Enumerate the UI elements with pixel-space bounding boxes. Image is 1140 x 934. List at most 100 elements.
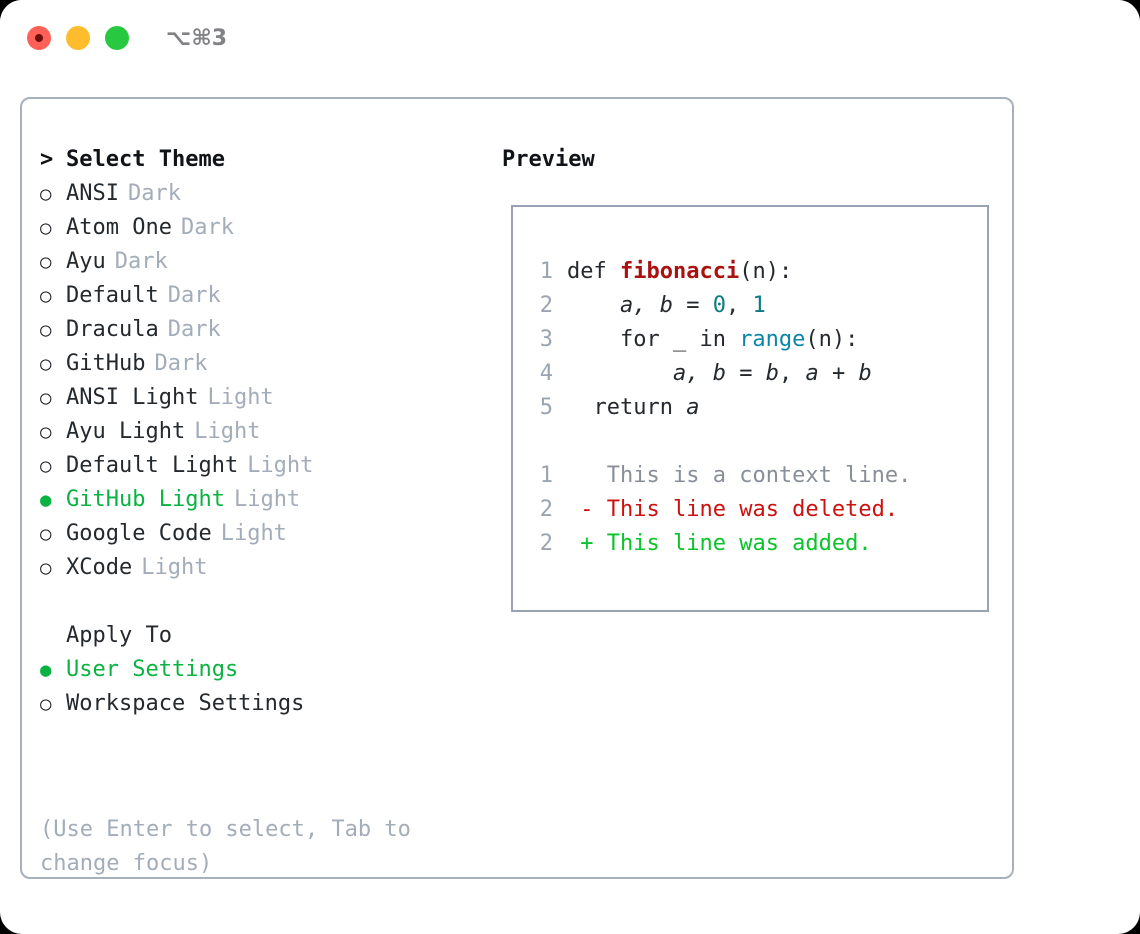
code-line-number: 5	[539, 395, 553, 420]
theme-option-label: Dracula	[66, 317, 159, 342]
code-token-var: a	[686, 395, 700, 420]
radio-empty-icon: ○	[40, 693, 52, 715]
theme-variant-badge: Dark	[127, 181, 181, 206]
diff-line-del: 2 - This line was deleted.	[527, 493, 977, 527]
apply-to-option-workspace-settings[interactable]: ○Workspace Settings	[40, 687, 480, 721]
diff-line-text: This is a context line.	[606, 463, 912, 488]
keyboard-shortcut-label: ⌥⌘3	[166, 26, 228, 51]
code-token-var: b	[858, 361, 872, 386]
code-token-punct: =	[672, 293, 713, 318]
code-diff-spacer	[527, 425, 977, 459]
diff-line-number: 2	[539, 531, 553, 556]
code-token-punct	[567, 293, 620, 318]
radio-empty-icon: ○	[40, 285, 52, 307]
code-line-number: 3	[539, 327, 553, 352]
theme-option-label: Ayu Light	[66, 419, 186, 444]
theme-variant-badge: Dark	[167, 283, 221, 308]
theme-variant-badge: Dark	[180, 215, 234, 240]
radio-empty-icon: ○	[40, 183, 52, 205]
theme-variant-badge: Light	[141, 555, 208, 580]
theme-option-label: ANSI	[66, 181, 119, 206]
theme-option-label: GitHub	[66, 351, 146, 376]
code-token-punct: (n):	[739, 259, 793, 284]
code-token-num: 1	[752, 293, 766, 318]
theme-option-label: Default Light	[66, 453, 239, 478]
radio-empty-icon: ○	[40, 455, 52, 477]
list-spacer	[40, 585, 480, 619]
code-token-punct: +	[818, 361, 859, 386]
code-token-num: 0	[712, 293, 726, 318]
code-line-text: for _ in range(n):	[567, 323, 858, 357]
code-token-fn: fibonacci	[619, 259, 740, 284]
diff-line-add: 2 + This line was added.	[527, 527, 977, 561]
diff-marker	[567, 459, 607, 493]
code-token-punct: ,	[725, 293, 753, 318]
code-token-var: b	[765, 361, 779, 386]
close-window-button[interactable]	[27, 26, 51, 50]
code-line-text: a, b = b, a + b	[567, 357, 872, 391]
theme-variant-badge: Light	[233, 487, 301, 512]
diff-line-number: 2	[539, 497, 553, 522]
code-token-var: a, b	[672, 361, 726, 386]
radio-empty-icon: ○	[40, 319, 52, 341]
diff-line-ctx: 1 This is a context line.	[527, 459, 977, 493]
theme-option-xcode[interactable]: ○ XCode Light	[40, 551, 480, 585]
code-token-punct: =	[725, 361, 766, 386]
code-line: 4 a, b = b, a + b	[527, 357, 977, 391]
apply-to-heading: Apply To	[40, 619, 480, 653]
code-line-number: 1	[539, 259, 553, 284]
code-token-punct: (n):	[805, 327, 859, 352]
maximize-window-button[interactable]	[105, 26, 129, 50]
code-token-var: a	[805, 361, 819, 386]
code-token-kw: for _ in	[567, 327, 740, 352]
diff-marker: +	[567, 531, 607, 556]
code-token-kw: def	[567, 259, 620, 284]
code-line-number: 4	[539, 361, 553, 386]
code-line-number: 2	[539, 293, 553, 318]
preview-title: Preview	[502, 147, 595, 172]
preview-column: Preview	[502, 143, 992, 199]
theme-variant-badge: Light	[207, 385, 274, 410]
code-line: 1 def fibonacci(n):	[527, 255, 977, 289]
code-token-var: a, b	[619, 293, 673, 318]
code-line-text: def fibonacci(n):	[567, 255, 792, 289]
theme-option-label: XCode	[66, 555, 133, 580]
apply-to-option-label: User Settings	[66, 657, 239, 682]
diff-line-text: This line was added.	[606, 531, 872, 556]
diff-sample-lines: 1 This is a context line.2 - This line w…	[527, 459, 977, 561]
theme-option-label: Atom One	[66, 215, 172, 240]
code-token-punct	[567, 361, 673, 386]
minimize-window-button[interactable]	[66, 26, 90, 50]
diff-line-text: This line was deleted.	[606, 497, 899, 522]
theme-option-ansi[interactable]: ○ ANSI Dark	[40, 177, 480, 211]
traffic-light-group	[27, 26, 129, 50]
apply-to-heading-bullet	[40, 619, 66, 653]
theme-option-dracula[interactable]: ○ Dracula Dark	[40, 313, 480, 347]
radio-selected-icon: ●	[40, 489, 52, 511]
theme-option-label: ANSI Light	[66, 385, 199, 410]
theme-variant-badge: Light	[194, 419, 261, 444]
theme-variant-badge: Dark	[167, 317, 221, 342]
code-line-text: a, b = 0, 1	[567, 289, 766, 323]
theme-variant-badge: Dark	[114, 249, 168, 274]
radio-empty-icon: ○	[40, 251, 52, 273]
apply-to-option-user-settings[interactable]: ● User Settings	[40, 653, 480, 687]
radio-selected-icon: ●	[40, 659, 52, 681]
radio-empty-icon: ○	[40, 557, 52, 579]
close-icon	[35, 34, 43, 42]
diff-marker: -	[567, 497, 607, 522]
apply-to-heading-label: Apply To	[66, 623, 172, 648]
